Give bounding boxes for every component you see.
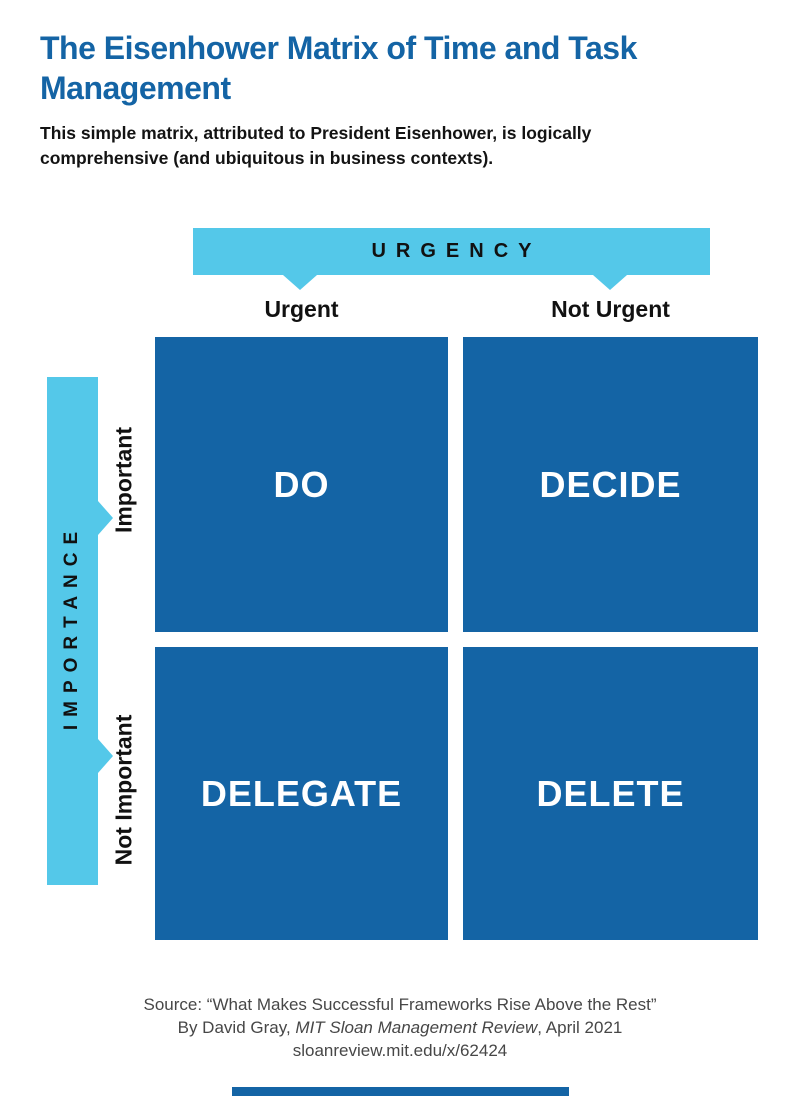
article-url: sloanreview.mit.edu/x/62424 bbox=[292, 1041, 508, 1060]
importance-axis-bar: IMPORTANCE bbox=[47, 377, 98, 885]
quadrant-decide: DECIDE bbox=[463, 337, 758, 632]
importance-axis-label: IMPORTANCE bbox=[61, 523, 83, 731]
quadrant-do-label: DO bbox=[273, 463, 330, 505]
important-pointer-icon bbox=[98, 501, 113, 535]
urgency-axis-label: URGENCY bbox=[371, 240, 542, 262]
byline-suffix: , April 2021 bbox=[537, 1018, 623, 1037]
row-label-not-important: Not Important bbox=[110, 714, 137, 866]
quadrant-delegate-label: DELEGATE bbox=[200, 772, 403, 814]
urgency-axis-bar: URGENCY bbox=[193, 228, 710, 275]
quadrant-decide-label: DECIDE bbox=[539, 463, 682, 505]
not-urgent-pointer-icon bbox=[593, 275, 627, 290]
attribution-block: Source: “What Makes Successful Framework… bbox=[0, 993, 800, 1062]
byline: By David Gray, MIT Sloan Management Revi… bbox=[0, 1016, 800, 1039]
urgent-pointer-icon bbox=[283, 275, 317, 290]
quadrant-delete: DELETE bbox=[463, 647, 758, 940]
page-subtitle: This simple matrix, attributed to Presid… bbox=[40, 123, 592, 168]
row-label-important: Important bbox=[110, 426, 137, 534]
quadrant-delete-label: DELETE bbox=[536, 772, 685, 814]
not-important-pointer-icon bbox=[98, 739, 113, 773]
source-line: Source: “What Makes Successful Framework… bbox=[143, 995, 657, 1014]
quadrant-do: DO bbox=[155, 337, 448, 632]
column-label-not-urgent: Not Urgent bbox=[551, 296, 670, 322]
byline-prefix: By David Gray, bbox=[177, 1018, 296, 1037]
quadrant-delegate: DELEGATE bbox=[155, 647, 448, 940]
journal-name: MIT Sloan Management Review bbox=[295, 1018, 538, 1037]
column-label-urgent: Urgent bbox=[264, 296, 339, 322]
page-title: The Eisenhower Matrix of Time and Task M… bbox=[40, 30, 637, 106]
bottom-brand-bar bbox=[232, 1087, 569, 1096]
